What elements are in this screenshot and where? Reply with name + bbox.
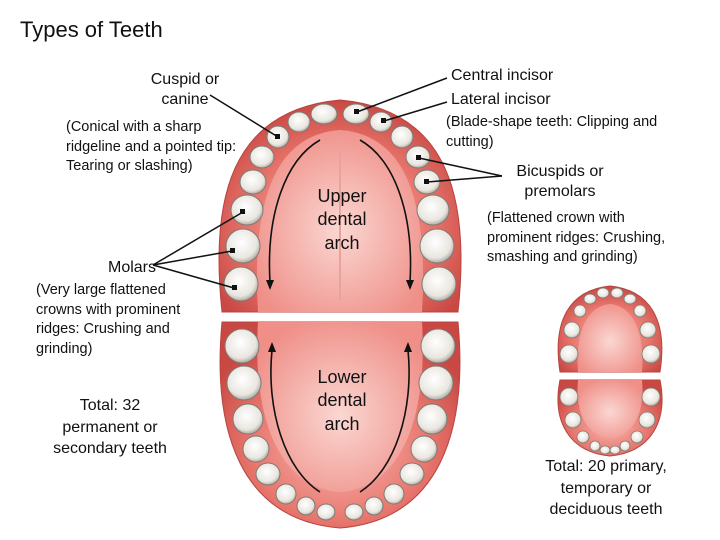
arrow-heads	[266, 280, 414, 352]
primary-teeth-diagram	[557, 285, 663, 457]
cuspid-label: Cuspid or canine	[150, 71, 220, 108]
leader-lines	[152, 77, 503, 289]
lower-teeth	[224, 328, 456, 521]
molars-label: Molars	[108, 259, 157, 276]
upper-arch-label: Upper dental arch	[317, 186, 367, 253]
total-primary-label: Total: 20 primary, temporary or deciduou…	[545, 458, 667, 519]
lateral-incisor-label: Lateral incisor	[451, 91, 551, 108]
arch-arrows	[268, 139, 412, 493]
lower-tongue-area	[257, 322, 423, 492]
total-permanent-label: Total: 32 permanent or secondary teeth	[53, 397, 167, 458]
incisor-description: (Blade-shape teeth: Clipping and cutting…	[446, 114, 658, 150]
lower-arch-label: Lower dental arch	[317, 367, 367, 434]
page-title: Types of Teeth	[20, 17, 163, 42]
molars-description: (Very large flattened crowns with promin…	[36, 282, 181, 357]
central-incisor-label: Central incisor	[451, 67, 554, 84]
leader-dots	[230, 109, 429, 290]
bicuspids-description: (Flattened crown with prominent ridges: …	[487, 210, 666, 266]
bicuspids-label: Bicuspids or premolars	[516, 163, 604, 200]
upper-teeth	[223, 103, 457, 302]
cuspid-description: (Conical with a sharp ridgeline and a po…	[66, 119, 237, 175]
